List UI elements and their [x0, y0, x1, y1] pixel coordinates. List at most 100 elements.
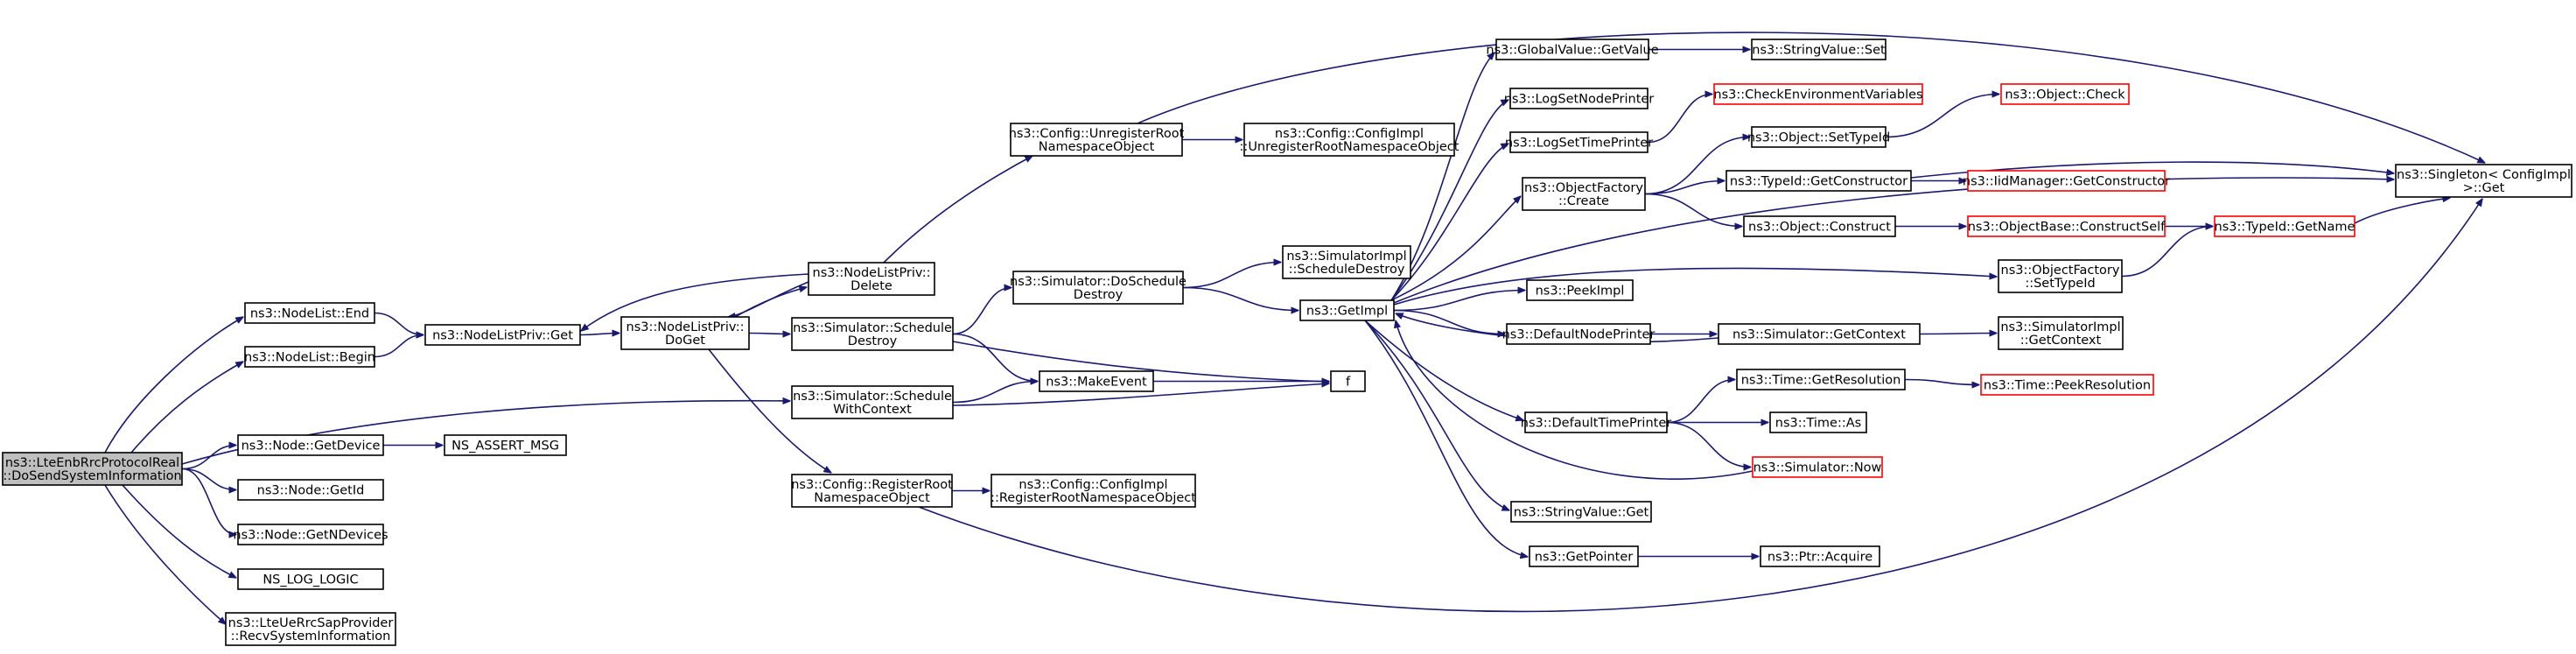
node-label: ns3::Simulator::GetContext: [1732, 328, 1906, 342]
graph-node[interactable]: ns3::TypeId::GetConstructor: [1726, 170, 1912, 192]
graph-node[interactable]: ns3::IidManager::GetConstructor: [1963, 170, 2170, 192]
graph-node[interactable]: ns3::LogSetNodePrinter: [1504, 88, 1655, 109]
graph-node[interactable]: NS_ASSERT_MSG: [444, 434, 567, 456]
node-box: [1743, 215, 1896, 237]
graph-node[interactable]: ns3::Object::Check: [2000, 83, 2130, 105]
node-box: [237, 524, 384, 545]
node-box: [1495, 39, 1649, 60]
graph-node[interactable]: ns3::LogSetTimePrinter: [1505, 131, 1653, 153]
graph-node[interactable]: ns3::NodeListPriv::DoGet: [620, 316, 750, 350]
graph-node[interactable]: ns3::LteUeRrcSapProvider::RecvSystemInfo…: [225, 612, 396, 646]
node-label: ns3::Ptr::Acquire: [1768, 551, 1872, 565]
graph-node[interactable]: ns3::DefaultNodePrinter: [1502, 323, 1656, 345]
graph-node[interactable]: ns3::GlobalValue::GetValue: [1486, 39, 1659, 60]
graph-node[interactable]: ns3::PeekImpl: [1526, 279, 1634, 301]
graph-node[interactable]: ns3::Node::GetNDevices: [233, 524, 388, 545]
node-label: ns3::GetPointer: [1535, 551, 1634, 565]
graph-node[interactable]: ns3::StringValue::Get: [1510, 501, 1652, 523]
graph-node[interactable]: ns3::Node::GetId: [237, 479, 384, 501]
node-label: ns3::Object::Construct: [1748, 221, 1891, 235]
edge-path: [952, 383, 1329, 406]
graph-node[interactable]: ns3::ObjectFactory::Create: [1522, 177, 1646, 211]
node-box: [244, 346, 375, 368]
edge-path: [1904, 378, 1979, 385]
edge-path: [883, 156, 1032, 264]
node-box: [1509, 131, 1648, 153]
edge-path: [1666, 380, 1735, 424]
node-box: [237, 434, 384, 456]
graph-node[interactable]: ns3::SimulatorImpl::GetContext: [1998, 316, 2124, 350]
graph-node[interactable]: ns3::Config::UnregisterRootNamespaceObje…: [1009, 123, 1185, 157]
graph-node[interactable]: ns3::NodeListPriv::Delete: [808, 262, 935, 296]
graph-node[interactable]: ns3::Time::As: [1769, 411, 1867, 433]
edge-path: [579, 334, 620, 335]
node-label: ::GetContext: [2020, 334, 2102, 348]
graph-node[interactable]: ns3::Object::SetTypeId: [1747, 126, 1890, 148]
edge-path: [1644, 137, 1750, 195]
node-label: ns3::TypeId::GetName: [2215, 221, 2356, 235]
graph-node[interactable]: ns3::Config::RegisterRootNamespaceObject: [791, 474, 953, 508]
graph-node[interactable]: ns3::Config::ConfigImpl::UnregisterRootN…: [1240, 123, 1460, 157]
node-label: ns3::Config::ConfigImpl: [1275, 127, 1424, 141]
graph-node[interactable]: ns3::Simulator::GetContext: [1718, 323, 1921, 345]
graph-node[interactable]: ns3::CheckEnvironmentVariables: [1713, 83, 1923, 105]
graph-node[interactable]: ns3::Singleton< ConfigImpl >::Get: [2395, 164, 2572, 198]
node-box: [1510, 501, 1652, 523]
graph-node[interactable]: f: [1330, 370, 1366, 392]
graph-node[interactable]: ns3::Object::Construct: [1743, 215, 1896, 237]
graph-node[interactable]: ns3::TypeId::GetName: [2214, 215, 2356, 237]
node-label: ns3::DefaultNodePrinter: [1502, 328, 1656, 342]
node-label: ::UnregisterRootNamespaceObject: [1240, 140, 1460, 154]
graph-node[interactable]: ns3::Time::GetResolution: [1736, 369, 1906, 390]
node-label: ns3::Object::SetTypeId: [1747, 131, 1890, 145]
graph-node[interactable]: ns3::GetImpl: [1299, 299, 1395, 321]
node-box: [1526, 279, 1634, 301]
call-edge: [1885, 95, 1999, 138]
call-edge: [1666, 421, 1751, 468]
node-label: ::SetTypeId: [2025, 277, 2095, 291]
graph-node[interactable]: ns3::SimulatorImpl::ScheduleDestroy: [1282, 245, 1411, 279]
node-label: ns3::NodeList::Begin: [244, 351, 375, 365]
call-edge: [104, 484, 226, 624]
edge-path: [1393, 267, 1997, 306]
node-box: [1713, 83, 1923, 105]
graph-node[interactable]: ns3::NodeListPriv::Get: [424, 324, 581, 346]
node-box: [1529, 545, 1639, 567]
call-edge: [181, 468, 236, 490]
graph-node[interactable]: ns3::ObjectBase::ConstructSelf: [1967, 215, 2166, 237]
edge-path: [1644, 193, 1742, 227]
call-edge: [374, 312, 424, 335]
edge-path: [952, 333, 1038, 382]
call-edge: [579, 334, 620, 335]
node-label: ns3::GetImpl: [1306, 305, 1388, 319]
graph-node[interactable]: NS_LOG_LOGIC: [237, 568, 384, 590]
node-label: ns3::Simulator::DoSchedule: [1010, 275, 1186, 289]
edge-path: [952, 382, 1038, 404]
node-box: [1736, 369, 1906, 390]
graph-node[interactable]: ns3::Node::GetDevice: [237, 434, 384, 456]
graph-node[interactable]: ns3::GetPointer: [1529, 545, 1639, 567]
node-label: ns3::LteUeRrcSapProvider: [228, 616, 394, 630]
graph-node[interactable]: ns3::ObjectFactory::SetTypeId: [1998, 259, 2123, 293]
graph-node[interactable]: ns3::LteEnbRrcProtocolReal::DoSendSystem…: [2, 452, 183, 486]
graph-node[interactable]: ns3::Ptr::Acquire: [1760, 545, 1880, 567]
edge-path: [952, 288, 1012, 335]
graph-node[interactable]: ns3::Simulator::ScheduleDestroy: [791, 317, 954, 351]
node-box: [791, 474, 953, 508]
graph-node[interactable]: ns3::Config::ConfigImpl::RegisterRootNam…: [990, 474, 1196, 508]
graph-node[interactable]: ns3::Simulator::Now: [1752, 456, 1883, 478]
node-label: ns3::SimulatorImpl: [1286, 250, 1406, 264]
call-edge: [581, 273, 809, 331]
call-edge: [734, 287, 807, 318]
edge-path: [1182, 286, 1298, 311]
graph-node[interactable]: ns3::StringValue::Set: [1751, 39, 1886, 60]
edge-path: [1393, 178, 2394, 304]
graph-node[interactable]: ns3::MakeEvent: [1039, 370, 1154, 392]
graph-node[interactable]: ns3::DefaultTimePrinter: [1521, 411, 1671, 433]
graph-node[interactable]: ns3::NodeList::End: [244, 302, 375, 324]
node-label: ns3::Node::GetNDevices: [233, 529, 388, 543]
graph-node[interactable]: ns3::NodeList::Begin: [244, 346, 375, 368]
graph-node[interactable]: ns3::Time::PeekResolution: [1980, 374, 2154, 396]
